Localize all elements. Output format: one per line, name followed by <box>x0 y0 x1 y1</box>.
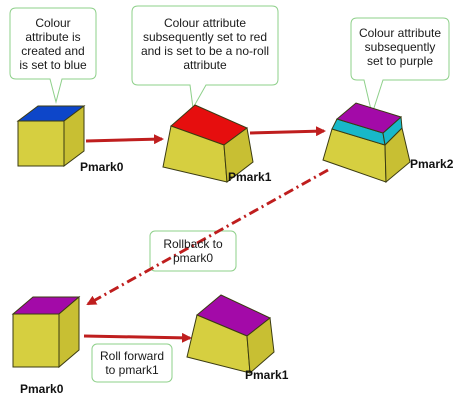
callout-line: is set to blue <box>19 58 87 72</box>
callout-line: subsequently set to red <box>142 30 268 44</box>
callout-line: and is set to be a no-roll <box>140 44 270 58</box>
callout-line: Colour attribute <box>163 16 247 30</box>
solid-pmark2-purple <box>322 102 411 184</box>
callout-set-purple-text: Colour attribute subsequently set to pur… <box>352 26 448 68</box>
callout-line: to pmark1 <box>105 363 159 377</box>
callout-set-red-text: Colour attribute subsequently set to red… <box>133 16 277 72</box>
callout-line: pmark0 <box>172 251 213 265</box>
callout-bubble-set-red <box>131 5 279 110</box>
callout-line: Roll forward <box>99 349 165 363</box>
callout-line: Rollback to <box>163 237 223 251</box>
solid-right-face <box>246 317 275 375</box>
arrow-pmark0-to-pmark1 <box>85 134 164 145</box>
callout-bubble-created-blue <box>9 7 97 104</box>
arrow-rollback <box>86 168 329 306</box>
label-pmark1-top: Pmark1 <box>228 170 272 184</box>
callout-created-blue-text: Colour attribute is created and is set t… <box>12 16 94 72</box>
callout-line: set to purple <box>366 54 434 68</box>
label-pmark2: Pmark2 <box>410 157 454 171</box>
label-pmark0-bottom: Pmark0 <box>20 382 64 396</box>
solid-right-face <box>223 127 254 183</box>
callout-line: Colour <box>35 16 71 30</box>
callout-rollback-text: Rollback to pmark0 <box>151 237 235 265</box>
callout-bubble-set-purple <box>350 17 450 116</box>
solid-top-face <box>335 102 402 134</box>
solid-pmark0-purple <box>11 295 81 369</box>
arrow-pmark1-to-pmark2 <box>249 126 326 137</box>
callout-line: attribute is <box>25 30 81 44</box>
callout-roll-forward-text: Roll forward to pmark1 <box>93 349 171 377</box>
solid-pmark0-blue <box>16 105 86 167</box>
solid-front-face <box>17 120 65 167</box>
solid-pmark1-red <box>162 104 254 183</box>
solid-pmark1-purple <box>186 294 275 375</box>
callout-box-rollback <box>149 230 237 272</box>
solid-front-face <box>12 313 60 368</box>
arrow-roll-forward <box>83 332 192 343</box>
callout-line: attribute <box>183 58 227 72</box>
label-pmark0-top: Pmark0 <box>80 160 124 174</box>
callout-box-roll-forward <box>91 343 173 383</box>
callout-line: created and <box>21 44 85 58</box>
callout-line: Colour attribute <box>358 26 442 40</box>
callout-line: subsequently <box>364 40 436 54</box>
label-pmark1-bottom: Pmark1 <box>245 368 289 382</box>
